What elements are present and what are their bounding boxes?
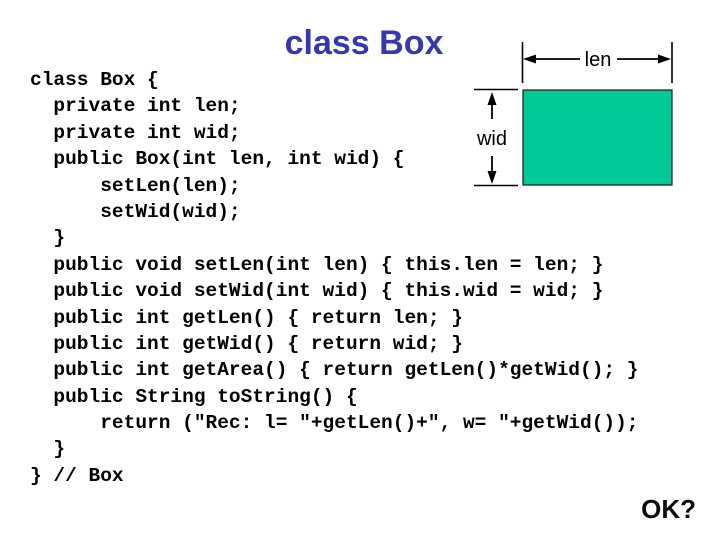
code-line: class Box { (30, 69, 159, 91)
box-dimension-diagram: len wid (474, 42, 673, 187)
code-line: setLen(len); (30, 174, 241, 197)
len-dimension-arrow (523, 54, 671, 64)
code-line: public int getWid() { return wid; } (30, 332, 463, 355)
code-line: private int len; (30, 95, 241, 118)
code-line: } (30, 438, 66, 461)
code-line: return ("Rec: l= "+getLen()+", w= "+getW… (30, 412, 639, 435)
len-label: len (585, 49, 612, 71)
box-rect (522, 89, 673, 186)
code-line: setWid(wid); (30, 200, 241, 223)
code-line: public Box(int len, int wid) { (30, 148, 405, 171)
code-line: public void setLen(int len) { this.len =… (30, 253, 604, 276)
ok-label: OK? (641, 494, 696, 524)
code-line: public int getArea() { return getLen()*g… (30, 359, 639, 382)
wid-label: wid (476, 128, 507, 150)
code-line: private int wid; (30, 121, 241, 144)
slide-title: class Box (284, 24, 444, 62)
code-line: public String toString() { (30, 385, 358, 408)
wid-dimension-arrow (487, 92, 497, 184)
code-line: } // Box (30, 464, 124, 487)
code-line: } (30, 227, 66, 250)
code-line: public int getLen() { return len; } (30, 306, 463, 329)
code-block: class Box { private int len; private int… (30, 67, 639, 489)
code-line: public void setWid(int wid) { this.wid =… (30, 280, 604, 303)
